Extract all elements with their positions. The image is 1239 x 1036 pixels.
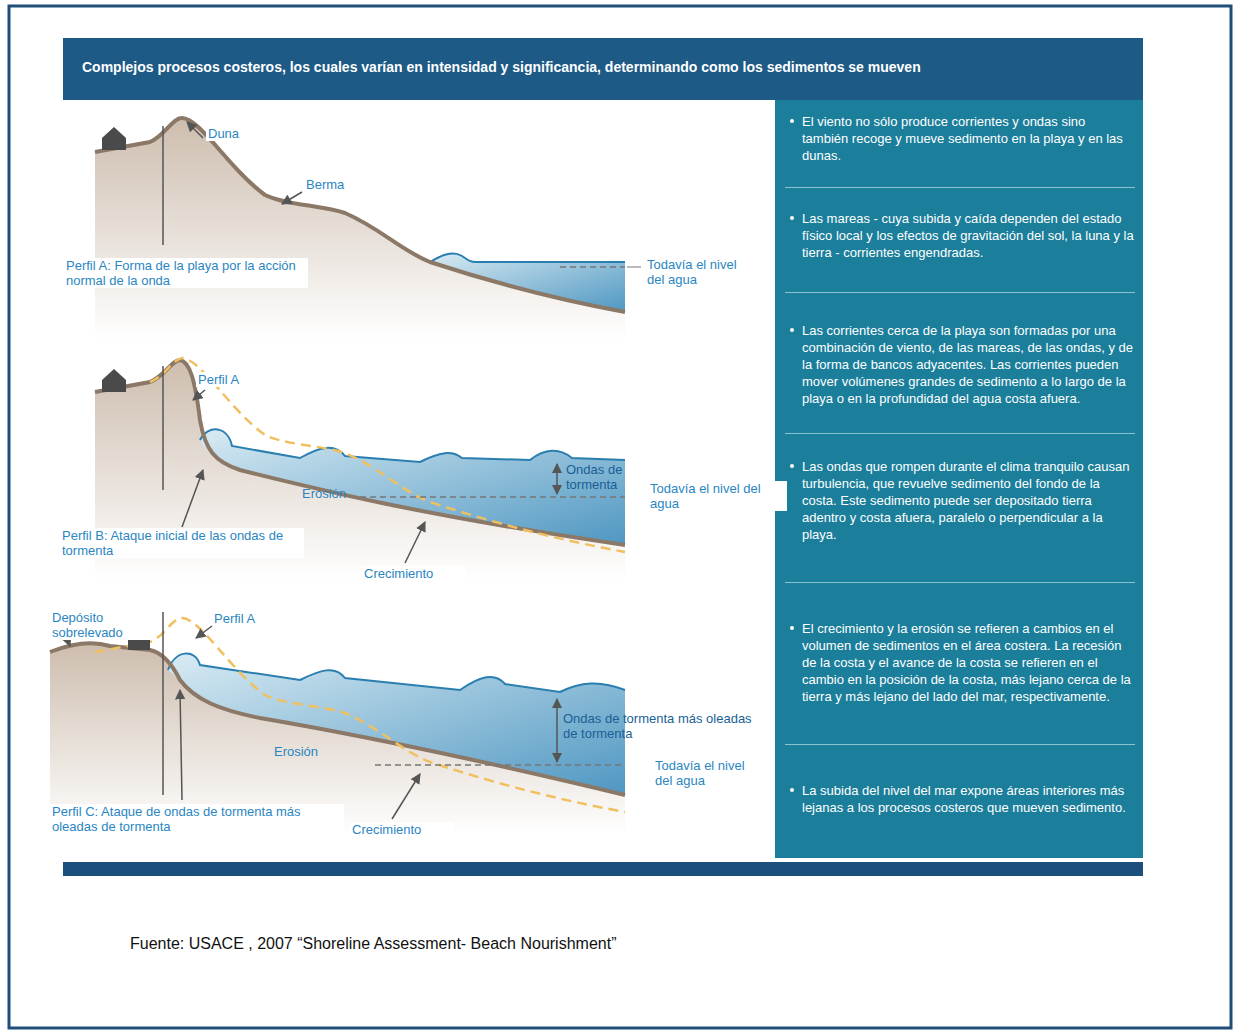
figure-label: Depósito sobrelevado (50, 610, 154, 640)
header-bar (63, 38, 1143, 100)
figure-label: Perfil A (196, 372, 270, 387)
separator-line (785, 187, 1135, 188)
water (430, 254, 625, 312)
still-water-line (375, 764, 625, 766)
sand-fill (50, 643, 625, 835)
sand-fill (95, 118, 625, 340)
figure-label: Perfil C: Ataque de ondas de tormenta má… (50, 804, 344, 834)
bullet-dot (790, 788, 794, 792)
figure-label: Perfil B: Ataque inicial de las ondas de… (60, 528, 304, 558)
figure-label: Duna (206, 126, 270, 141)
bullet-dot (790, 328, 794, 332)
leader-arrow (392, 774, 420, 819)
figure-label: Ondas de tormenta (566, 462, 638, 492)
leader-arrow (193, 390, 205, 400)
separator-line (785, 292, 1135, 293)
profile-a (95, 118, 641, 340)
figure-label: Todavía el nivel del agua (653, 758, 767, 788)
info-item: El crecimiento y la erosión se refieren … (790, 620, 1135, 705)
bullet-dot (790, 216, 794, 220)
bullet-dot (790, 464, 794, 468)
figure-label: Erosión (302, 486, 372, 501)
water (168, 654, 625, 795)
info-text: Las corrientes cerca de la playa son for… (790, 322, 1135, 407)
page-frame (9, 6, 1231, 1028)
info-text: El crecimiento y la erosión se refieren … (790, 620, 1135, 705)
profile-c (50, 612, 625, 835)
info-text: La subida del nivel del mar expone áreas… (790, 782, 1135, 816)
original-profile (150, 358, 625, 552)
info-item: La subida del nivel del mar expone áreas… (790, 782, 1135, 816)
info-panel (775, 100, 1143, 858)
property-line (162, 126, 164, 245)
leader-arrow (196, 626, 212, 638)
figure-label: Perfil A: Forma de la playa por la acció… (64, 258, 308, 288)
info-text: Las ondas que rompen durante el clima tr… (790, 458, 1135, 543)
figure-label: Erosión (274, 744, 344, 759)
beach-profile (50, 643, 625, 795)
info-item: Las corrientes cerca de la playa son for… (790, 322, 1135, 407)
leader-arrow (68, 641, 70, 646)
figure-label: Perfil A (212, 611, 286, 626)
info-text: El viento no sólo produce corrientes y o… (790, 113, 1135, 164)
leader-line (627, 267, 641, 268)
separator-line (785, 582, 1135, 583)
figure-label: Todavía el nivel del agua (648, 481, 787, 511)
separator-line (785, 744, 1135, 745)
figure-label: Crecimiento (350, 822, 454, 837)
height-arrow (556, 464, 558, 494)
figure-label: Crecimiento (362, 566, 466, 581)
figure-label: Todavía el nivel del agua (645, 257, 759, 287)
leader-arrow (180, 690, 182, 800)
info-item: Las ondas que rompen durante el clima tr… (790, 458, 1135, 543)
separator-line (785, 433, 1135, 434)
info-item: Las mareas - cuya subida y caída depende… (790, 210, 1135, 261)
leader-arrow (187, 122, 203, 138)
wave-line (430, 254, 625, 262)
original-profile (95, 618, 625, 812)
wave-line (168, 654, 625, 692)
property-line (162, 366, 164, 490)
house-icon (102, 369, 126, 392)
diagram-title: Complejos procesos costeros, los cuales … (82, 58, 1132, 76)
leader-arrow (282, 192, 302, 204)
info-text: Las mareas - cuya subida y caída depende… (790, 210, 1135, 261)
leader-arrow (405, 522, 425, 563)
info-item: El viento no sólo produce corrientes y o… (790, 113, 1135, 164)
figure-label: Ondas de tormenta más oleadas de torment… (563, 711, 753, 741)
bullet-dot (790, 119, 794, 123)
house-icon (102, 127, 126, 150)
beach-profile (95, 360, 625, 545)
still-water-line (360, 496, 625, 498)
still-water-line (560, 266, 625, 268)
leader-arrow (182, 470, 203, 527)
property-line (162, 612, 164, 795)
height-arrow (556, 699, 558, 762)
figure-label: Berma (304, 177, 378, 192)
source-caption: Fuente: USACE , 2007 “Shoreline Assessme… (130, 934, 616, 954)
bullet-dot (790, 626, 794, 630)
footer-bar (63, 862, 1143, 876)
